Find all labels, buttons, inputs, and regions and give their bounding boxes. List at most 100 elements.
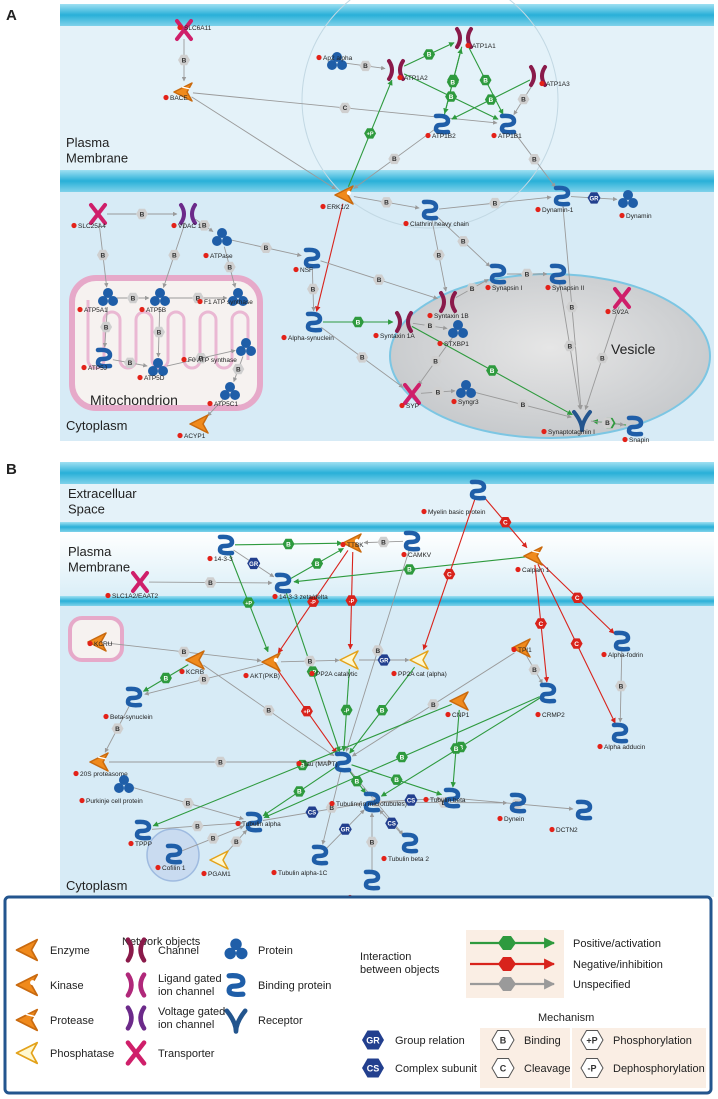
- node-bace[interactable]: BACE: [163, 82, 193, 102]
- node-syn1[interactable]: Synapsin I: [485, 263, 523, 292]
- node-slc6a11[interactable]: SLC6A11: [175, 19, 212, 41]
- node-label: Tubulin alpha: [242, 821, 281, 828]
- node-tuba1c[interactable]: Tubulin alpha-1C: [271, 844, 329, 877]
- node-tpi1[interactable]: TPI1: [511, 638, 532, 658]
- node-tppp[interactable]: TPPP: [128, 819, 152, 848]
- node-snapin[interactable]: Snapin: [622, 415, 650, 444]
- node-acyp1[interactable]: ACYP1: [177, 414, 209, 440]
- node-syt1[interactable]: Synaptotagmin I: [541, 410, 595, 436]
- node-atp1a1[interactable]: ATP1A1: [455, 27, 496, 50]
- node-camkv[interactable]: CAMKV: [401, 530, 432, 559]
- node-alphafodrin[interactable]: Alpha-fodrin: [601, 630, 643, 659]
- legend-b-label: Binding: [524, 1035, 561, 1047]
- node-ap2a[interactable]: Ap2 alpha: [316, 52, 353, 70]
- node-pgam1[interactable]: PGAM1: [201, 850, 231, 878]
- expression-dot: [103, 713, 109, 720]
- expression-dot: [497, 815, 503, 822]
- node-kcru[interactable]: KCRU: [87, 632, 113, 652]
- svg-text:C: C: [503, 520, 508, 527]
- node-ttbk[interactable]: TTBK: [340, 533, 364, 553]
- mechanism-badge: B: [390, 774, 403, 785]
- legend-mechanism-title: Mechanism: [538, 1012, 594, 1024]
- svg-text:B: B: [195, 823, 200, 830]
- node-aadducin[interactable]: Alpha adducin: [597, 722, 646, 751]
- node-atp1b1[interactable]: ATP1B1: [491, 113, 522, 140]
- node-label: F1 ATP synthase: [204, 299, 253, 306]
- node-tubb[interactable]: Tubulin beta: [423, 787, 466, 809]
- node-pp2acata[interactable]: PP2A cat (alpha): [391, 650, 447, 678]
- node-dynamin[interactable]: Dynamin: [618, 190, 652, 220]
- node-cnp1[interactable]: CNP1: [445, 691, 470, 719]
- node-calpain1[interactable]: Calpain 1: [515, 546, 550, 574]
- node-atp1a3[interactable]: ATP1A3: [529, 65, 570, 88]
- node-crmp2[interactable]: CRMP2: [535, 682, 565, 719]
- node-asyn[interactable]: Alpha-synuclein: [281, 311, 334, 342]
- svg-text:CS: CS: [308, 811, 316, 817]
- node-clathrin[interactable]: Clathrin heavy chain: [403, 199, 469, 228]
- node-syp[interactable]: SYP: [399, 383, 421, 410]
- node-f1atp[interactable]: F1 ATP synthase: [197, 288, 253, 306]
- node-syn2[interactable]: Synapsin II: [545, 263, 584, 292]
- node-stxbp1[interactable]: STXBP1: [437, 320, 469, 348]
- mechanism-badge: B: [178, 646, 190, 658]
- expression-dot: [207, 555, 213, 562]
- node-stx1a[interactable]: Syntaxin 1A: [373, 311, 415, 340]
- mechanism-badge: B: [159, 672, 172, 684]
- node-f0atp[interactable]: F0 ATP synthase: [181, 338, 256, 364]
- node-erk12[interactable]: ERK1/2: [320, 185, 354, 211]
- svg-text:B: B: [236, 366, 241, 373]
- node-tuba[interactable]: Tubulin alpha: [235, 811, 281, 833]
- node-atp5c1[interactable]: ATP5C1: [207, 382, 240, 408]
- node-atp1b2[interactable]: ATP1B2: [425, 113, 456, 140]
- svg-text:B: B: [500, 1036, 507, 1046]
- node-akt[interactable]: AKT(PKB): [243, 652, 281, 680]
- node-atp5d[interactable]: ATP5D: [137, 358, 168, 382]
- expression-dot: [437, 340, 443, 347]
- node-mbp[interactable]: Myelin basic protein: [421, 479, 487, 516]
- node-atp5j[interactable]: ATP5J: [81, 347, 113, 372]
- node-p20s[interactable]: 20S proteasome: [73, 752, 128, 778]
- mechanism-badge: B: [424, 320, 436, 331]
- node-cofilin[interactable]: Cofilin 1: [155, 843, 186, 872]
- node-label: SLC6A11: [184, 25, 212, 32]
- node-atp5b[interactable]: ATP5B: [139, 288, 170, 314]
- mechanism-badge: B: [214, 756, 227, 768]
- expression-dot: [427, 312, 433, 319]
- node-atp1a2[interactable]: ATP1A2: [387, 59, 428, 82]
- node-dynein[interactable]: Dynein: [497, 792, 527, 823]
- node-nsf[interactable]: NSF: [293, 247, 321, 274]
- node-vdac1[interactable]: VDAC 1: [171, 203, 202, 230]
- svg-text:-P: -P: [588, 1064, 597, 1074]
- node-tubb2[interactable]: Tubulin beta 2: [381, 832, 429, 863]
- node-p1433z[interactable]: 14-3-3 zeta/delta: [272, 572, 328, 601]
- node-purkinje[interactable]: Purkinje cell protein: [79, 775, 143, 805]
- node-pp2acat[interactable]: PP2A catalytic: [309, 650, 359, 678]
- svg-text:B: B: [521, 96, 526, 103]
- expression-dot: [139, 306, 145, 313]
- node-atp5a1[interactable]: ATP5A1: [77, 288, 118, 314]
- node-sv2a[interactable]: SV2A: [605, 287, 631, 316]
- mechanism-badge: B: [366, 836, 378, 848]
- node-syngr3[interactable]: Syngr3: [451, 380, 479, 406]
- node-slc25a4[interactable]: SLC25A4: [71, 203, 107, 230]
- svg-text:+P: +P: [245, 601, 252, 607]
- node-atpase[interactable]: ATPase: [203, 228, 233, 260]
- node-label: Tau (MAPT): [303, 761, 338, 768]
- node-bsyn[interactable]: Beta-synuclein: [103, 686, 153, 721]
- expression-dot: [177, 432, 183, 439]
- node-tubmt[interactable]: Tubulin (in microtubules): [329, 791, 407, 813]
- node-tau[interactable]: Tau (MAPT): [296, 751, 352, 773]
- mechanism-badge: B: [517, 94, 530, 105]
- mechanism-badge: B: [100, 321, 113, 333]
- node-stx1b[interactable]: Syntaxin 1B: [427, 291, 469, 320]
- node-kcrb[interactable]: KCRB: [179, 650, 205, 676]
- node-dyn1[interactable]: Dynamin-1: [535, 185, 574, 214]
- node-dctn2[interactable]: DCTN2: [549, 799, 593, 834]
- mitochondrion-cristae: [86, 300, 250, 370]
- node-p1433[interactable]: 14-3-3: [207, 534, 235, 563]
- node-label: Beta-synuclein: [110, 714, 153, 721]
- svg-text:B: B: [300, 762, 305, 769]
- node-slc1a2[interactable]: SLC1A2/EAAT2: [105, 571, 159, 600]
